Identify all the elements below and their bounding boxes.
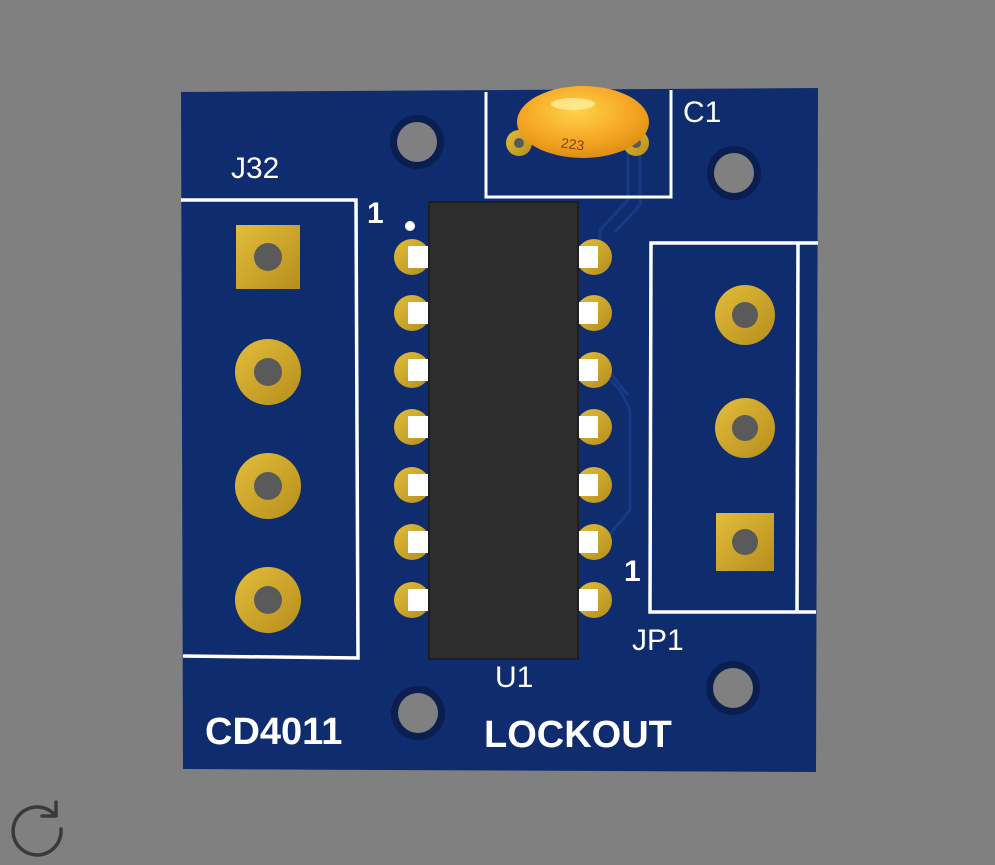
jp1-label: JP1 <box>632 624 684 657</box>
capacitor-c1 <box>506 86 649 158</box>
ic-pad <box>394 582 430 618</box>
c1-outline <box>484 90 673 199</box>
u1-pin1-marker: 1 <box>367 197 384 230</box>
jp1-header <box>715 285 775 571</box>
ic-pad <box>576 524 612 560</box>
mounting-holes <box>390 115 761 740</box>
j32-label: J32 <box>231 152 280 185</box>
ic-pad <box>576 295 612 331</box>
round-pad <box>235 339 301 405</box>
rotate-refresh-icon[interactable] <box>6 796 68 858</box>
ic-pad <box>394 467 430 503</box>
mounting-hole <box>390 115 444 169</box>
round-pad <box>235 567 301 633</box>
j32-header <box>235 225 301 633</box>
ic-pad <box>394 409 430 445</box>
round-pad <box>235 453 301 519</box>
u1-label: U1 <box>495 661 534 694</box>
part-name-text: CD4011 <box>205 711 343 753</box>
pin1-dot <box>405 221 415 231</box>
ic-pad <box>394 352 430 388</box>
ic-u1-body <box>428 201 579 660</box>
ic-pad <box>576 352 612 388</box>
ic-pad <box>576 409 612 445</box>
square-pad <box>236 225 300 289</box>
mounting-hole <box>391 686 445 740</box>
mounting-hole <box>707 146 761 200</box>
ic-pad <box>576 239 612 275</box>
c1-label: C1 <box>683 96 722 129</box>
j32-outline <box>181 198 360 660</box>
round-pad <box>715 398 775 458</box>
ic-pad <box>576 582 612 618</box>
round-pad <box>715 285 775 345</box>
project-name-text: LOCKOUT <box>484 714 672 756</box>
jp1-outline <box>648 241 818 614</box>
u1-pads-left <box>394 239 430 618</box>
capacitor-marking: 223 <box>560 134 586 154</box>
jp1-pin1-marker: 1 <box>624 555 641 588</box>
mounting-hole <box>706 661 760 715</box>
u1-pads-right <box>576 239 612 618</box>
ic-pad <box>394 239 430 275</box>
ic-pad <box>394 524 430 560</box>
ic-pad <box>394 295 430 331</box>
square-pad <box>716 513 774 571</box>
ic-pad <box>576 467 612 503</box>
